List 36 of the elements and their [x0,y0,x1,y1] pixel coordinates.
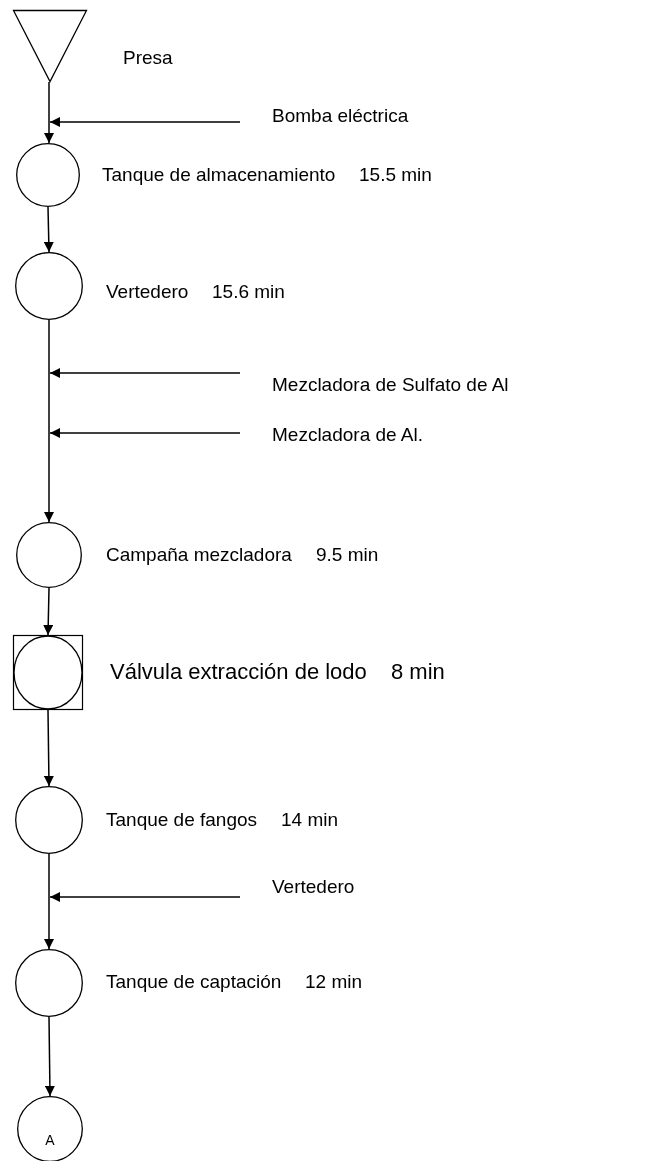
reservoir-triangle [13,10,87,82]
process-circle [16,522,82,588]
arrow [49,368,241,378]
input-label: Mezcladora de Sulfato de Al [272,374,509,396]
arrow [49,117,241,127]
step-label: Campaña mezcladora [106,544,292,566]
arrow [44,81,54,144]
input-label: Mezcladora de Al. [272,424,424,446]
arrow [43,587,54,636]
duration-label: 14 min [281,809,339,831]
arrow [43,709,54,787]
duration-label: 9.5 min [316,544,379,566]
step-label: Vertedero [106,281,189,303]
step-label: Presa [123,47,173,69]
valve-symbol [13,635,83,710]
off-page-connector: A [17,1096,83,1161]
duration-label: 15.5 min [359,164,432,186]
duration-label: 8 min [391,659,445,685]
process-circle [15,252,83,320]
duration-label: 15.6 min [212,281,285,303]
step-label: Tanque de fangos [106,809,258,831]
arrow [44,853,54,950]
step-label: Tanque de almacenamiento [102,164,336,186]
process-circle [15,786,83,854]
duration-label: 12 min [305,971,363,993]
step-label: Tanque de captación [106,971,282,993]
arrow [49,892,241,902]
process-circle [15,949,83,1017]
arrow [44,1016,55,1097]
step-label: Válvula extracción de lodo [110,659,367,685]
input-label: Vertedero [272,876,355,898]
input-label: Bomba eléctrica [272,105,409,127]
arrow [44,319,54,523]
arrow [43,206,54,253]
process-circle [16,143,80,207]
arrow [49,428,241,438]
